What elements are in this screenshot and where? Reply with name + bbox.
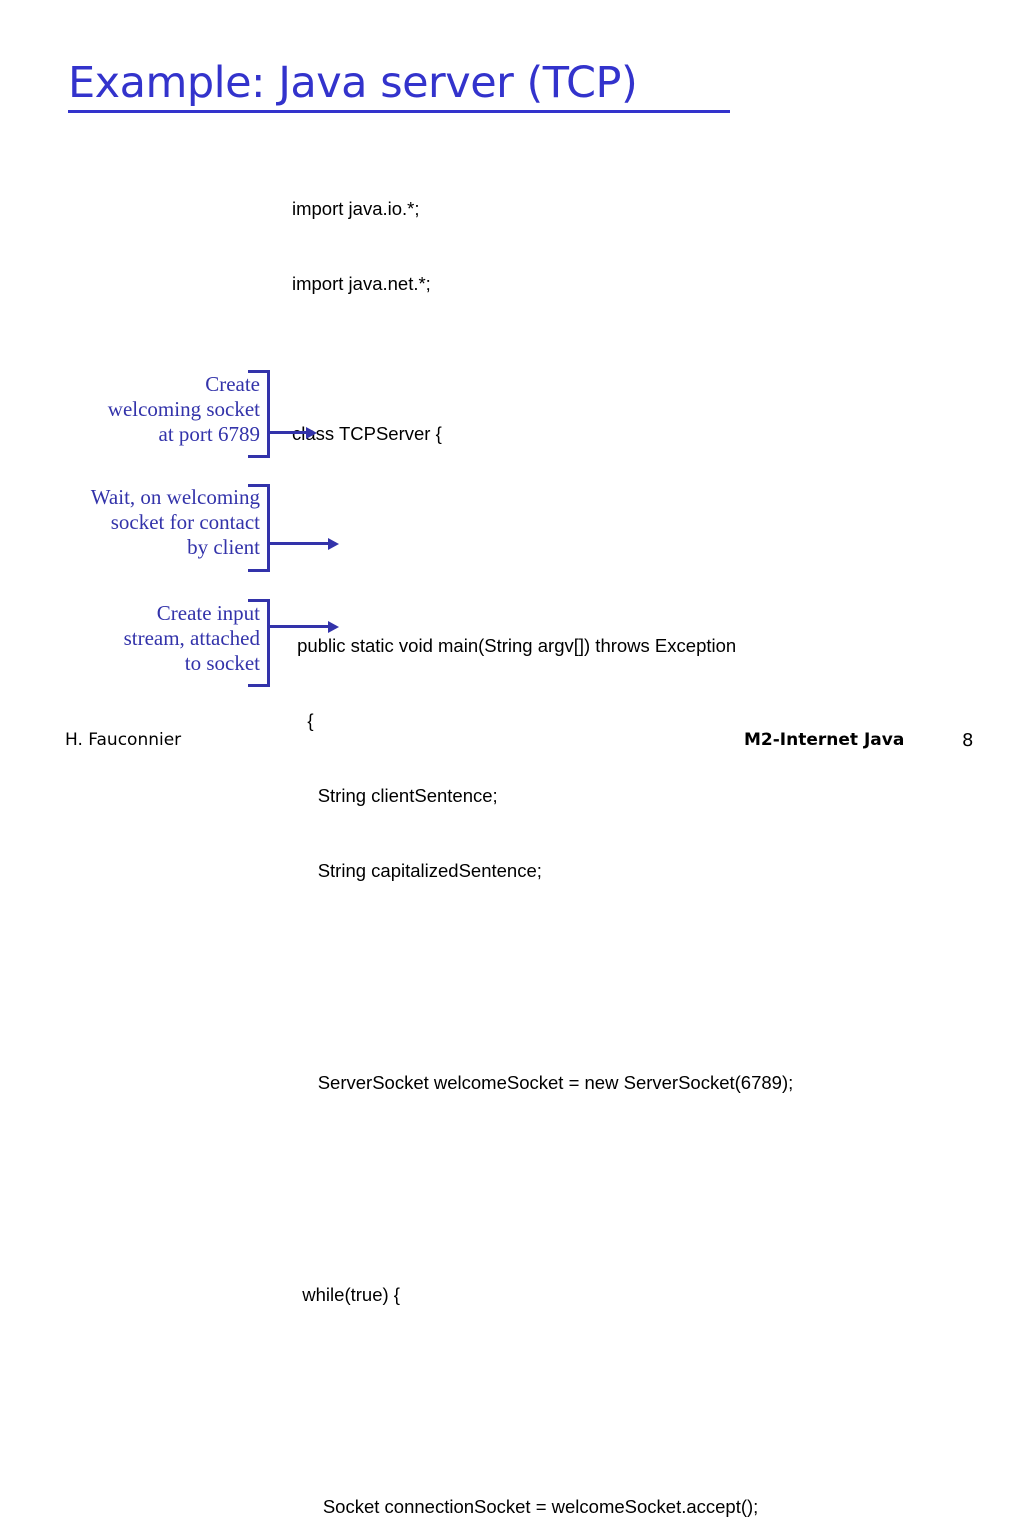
bracket-create-input-stream xyxy=(248,599,270,687)
arrow-shaft-create-input-stream xyxy=(268,625,330,628)
arrow-shaft-wait-on-welcoming-socket xyxy=(268,542,330,545)
annotation-create-input-stream: Create input stream, attached to socket xyxy=(40,601,260,676)
code-line-capitalized-sentence: String capitalizedSentence; xyxy=(292,860,542,881)
code-line-open-brace: { xyxy=(292,710,314,731)
code-blank-1 xyxy=(292,346,803,371)
arrow-head-wait-on-welcoming-socket xyxy=(328,537,339,550)
code-line-connection-socket: Socket connectionSocket = welcomeSocket.… xyxy=(292,1496,759,1517)
footer-course-name: M2-Internet Java xyxy=(744,730,905,750)
page-title: Example: Java server (TCP) xyxy=(68,58,638,108)
annotation-line: stream, attached xyxy=(123,626,260,650)
annotation-line: socket for contact xyxy=(110,510,260,534)
footer-author: H. Fauconnier xyxy=(65,730,182,750)
code-blank-2 xyxy=(292,496,803,521)
code-blank-3b xyxy=(292,1008,803,1020)
arrow-head-create-input-stream xyxy=(328,620,339,633)
annotation-line: Create input xyxy=(156,601,260,625)
code-line-while-true: while(true) { xyxy=(292,1284,400,1305)
annotation-line: to socket xyxy=(184,651,260,675)
bracket-create-welcoming-socket xyxy=(248,370,270,458)
java-code-block: import java.io.*; import java.net.*; cla… xyxy=(292,146,803,1536)
annotation-line: at port 6789 xyxy=(158,422,260,446)
code-blank-4b xyxy=(292,1220,803,1232)
code-blank-2b xyxy=(292,571,803,583)
code-line-import-net: import java.net.*; xyxy=(292,273,431,294)
annotation-line: Wait, on welcoming xyxy=(90,485,260,509)
code-line-import-io: import java.io.*; xyxy=(292,198,420,219)
code-blank-4 xyxy=(292,1145,803,1170)
code-line-server-socket: ServerSocket welcomeSocket = new ServerS… xyxy=(292,1072,794,1093)
footer-page-number: 8 xyxy=(962,730,974,751)
code-blank-5 xyxy=(292,1357,803,1382)
code-line-main-signature: public static void main(String argv[]) t… xyxy=(292,635,737,656)
annotation-line: by client xyxy=(187,535,260,559)
bracket-wait-on-welcoming-socket xyxy=(248,484,270,572)
code-line-client-sentence: String clientSentence; xyxy=(292,785,498,806)
annotation-create-welcoming-socket: Create welcoming socket at port 6789 xyxy=(40,372,260,447)
annotation-line: welcoming socket xyxy=(107,397,260,421)
title-underline xyxy=(68,110,730,113)
arrow-shaft-create-welcoming-socket xyxy=(268,431,308,434)
arrow-head-create-welcoming-socket xyxy=(306,426,317,439)
annotation-line: Create xyxy=(205,372,260,396)
code-line-class-decl: class TCPServer { xyxy=(292,423,442,444)
code-blank-3 xyxy=(292,933,803,958)
annotation-wait-on-welcoming-socket: Wait, on welcoming socket for contact by… xyxy=(30,485,260,560)
code-blank-5b xyxy=(292,1432,803,1444)
